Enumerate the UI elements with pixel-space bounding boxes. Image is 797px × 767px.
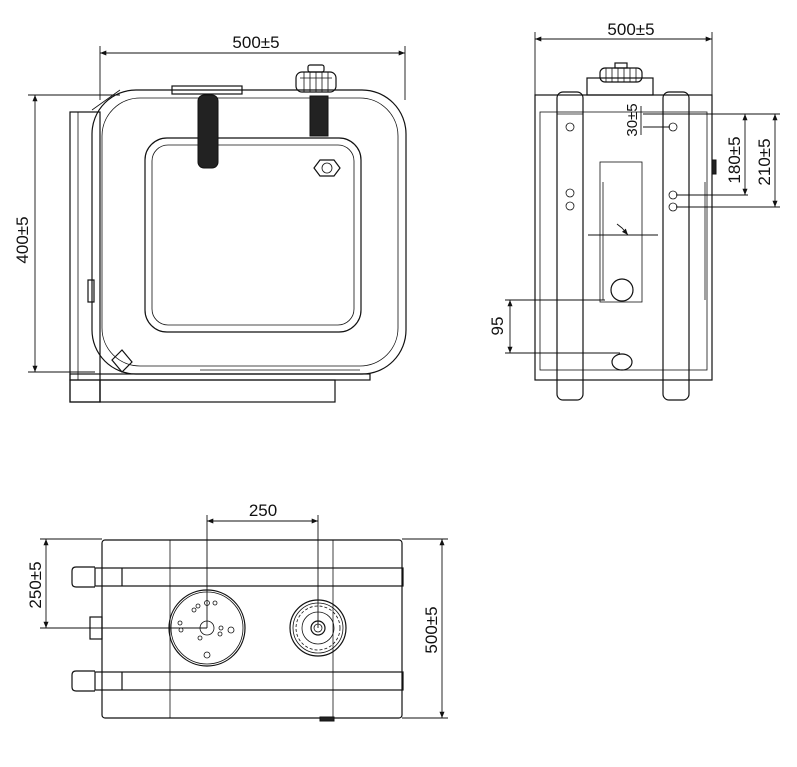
depth-dim: 500±5 <box>422 606 441 653</box>
tank-top-outline <box>101 539 403 719</box>
filler-cap-side <box>599 62 643 83</box>
mounting-strap-right <box>662 91 690 401</box>
mounting-plate <box>69 111 101 403</box>
center-distance-dim: 250 <box>249 501 277 520</box>
suction-pipe <box>197 94 219 169</box>
strap-bottom <box>94 671 404 691</box>
strap-top <box>94 567 404 587</box>
front-view: 500±5 400±5 <box>13 33 407 403</box>
dim-95: 95 <box>488 317 507 336</box>
filler-cap <box>295 64 337 93</box>
drain-plug <box>313 159 341 177</box>
tank-side-outline <box>534 94 713 381</box>
top-view: 250 250±5 500±5 <box>26 501 448 722</box>
front-width-dim: 500±5 <box>232 33 279 52</box>
access-window <box>144 137 362 333</box>
side-width-dim: 500±5 <box>607 20 654 39</box>
half-depth-dim: 250±5 <box>26 561 45 608</box>
mounting-strap-left <box>556 91 584 401</box>
dim-210: 210±5 <box>755 138 774 185</box>
filler-neck <box>586 77 654 96</box>
side-view: 500±5 30±5 180±5 210±5 95 <box>488 20 780 401</box>
filler-neck-flange <box>171 85 243 95</box>
return-pipe <box>309 95 329 137</box>
dim-30: 30±5 <box>624 103 641 136</box>
dim-180: 180±5 <box>725 136 744 183</box>
front-height-dim: 400±5 <box>13 216 32 263</box>
